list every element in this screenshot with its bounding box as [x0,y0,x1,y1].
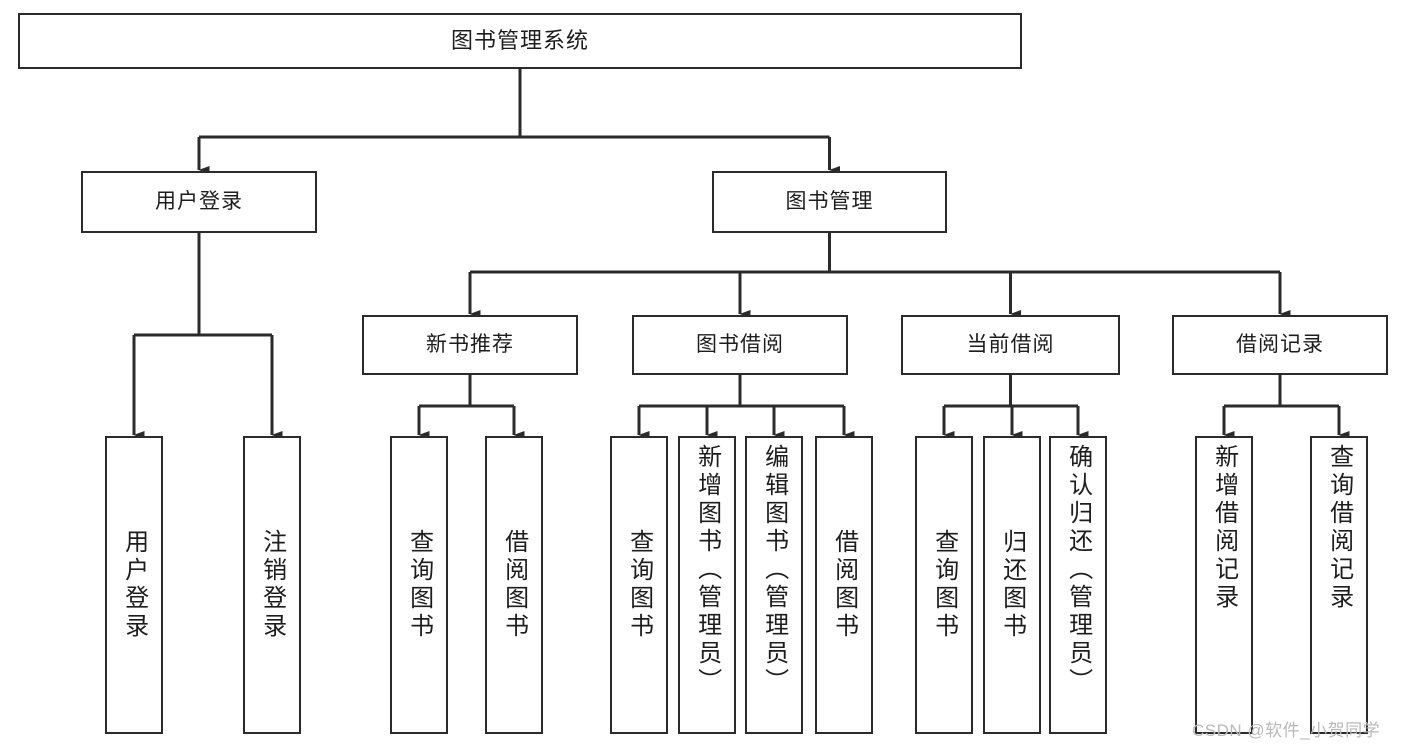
node-leaf-borrow-book-rec[interactable]: 借阅图书 [485,436,543,734]
connector-group [132,69,1350,439]
node-label-book-manage: 图书管理 [785,190,874,214]
csdn-watermark: CSDN @软件_小贺同学 [1192,721,1381,740]
node-book-manage[interactable]: 图书管理 [712,171,947,233]
node-leaf-edit-book[interactable]: 编辑图书（管理员） [745,436,803,734]
node-label-leaf-user-login: 用户登录 [120,529,148,641]
node-label-new-book-recommend: 新书推荐 [426,333,514,357]
node-label-leaf-query-book-cur: 查询图书 [930,529,958,641]
node-leaf-query-book-borrow[interactable]: 查询图书 [610,436,668,734]
node-leaf-logout[interactable]: 注销登录 [243,436,301,734]
node-label-leaf-return-book: 归还图书 [998,529,1026,641]
node-label-borrow-record: 借阅记录 [1236,333,1324,357]
node-root[interactable]: 图书管理系统 [18,13,1022,69]
node-label-leaf-query-record: 查询借阅记录 [1325,444,1353,612]
node-label-leaf-add-record: 新增借阅记录 [1210,444,1238,612]
node-new-book-recommend[interactable]: 新书推荐 [362,315,578,375]
node-label-leaf-query-book-rec: 查询图书 [405,529,433,641]
node-label-leaf-logout: 注销登录 [258,529,286,641]
node-label-leaf-edit-book: 编辑图书（管理员） [760,444,788,696]
node-book-borrow[interactable]: 图书借阅 [632,315,848,375]
node-current-borrow[interactable]: 当前借阅 [901,315,1120,375]
node-label-leaf-borrow-book-rec: 借阅图书 [500,529,528,641]
node-label-user-login: 用户登录 [155,190,243,214]
node-label-current-borrow: 当前借阅 [966,333,1055,357]
node-leaf-add-book[interactable]: 新增图书（管理员） [678,436,736,734]
node-leaf-confirm-return[interactable]: 确认归还（管理员） [1049,436,1107,734]
node-leaf-query-record[interactable]: 查询借阅记录 [1310,436,1368,734]
node-borrow-record[interactable]: 借阅记录 [1172,315,1388,375]
node-leaf-borrow-book[interactable]: 借阅图书 [815,436,873,734]
node-label-leaf-add-book: 新增图书（管理员） [693,444,721,696]
node-label-leaf-query-book-borrow: 查询图书 [625,529,653,641]
node-leaf-query-book-cur[interactable]: 查询图书 [915,436,973,734]
node-label-leaf-borrow-book: 借阅图书 [830,529,858,641]
node-label-book-borrow: 图书借阅 [696,333,784,357]
node-label-root: 图书管理系统 [450,27,589,53]
node-leaf-query-book-rec[interactable]: 查询图书 [390,436,448,734]
node-leaf-user-login[interactable]: 用户登录 [105,436,163,734]
node-user-login[interactable]: 用户登录 [81,171,317,233]
node-leaf-return-book[interactable]: 归还图书 [983,436,1041,734]
node-label-leaf-confirm-return: 确认归还（管理员） [1064,444,1092,696]
node-leaf-add-record[interactable]: 新增借阅记录 [1195,436,1253,734]
